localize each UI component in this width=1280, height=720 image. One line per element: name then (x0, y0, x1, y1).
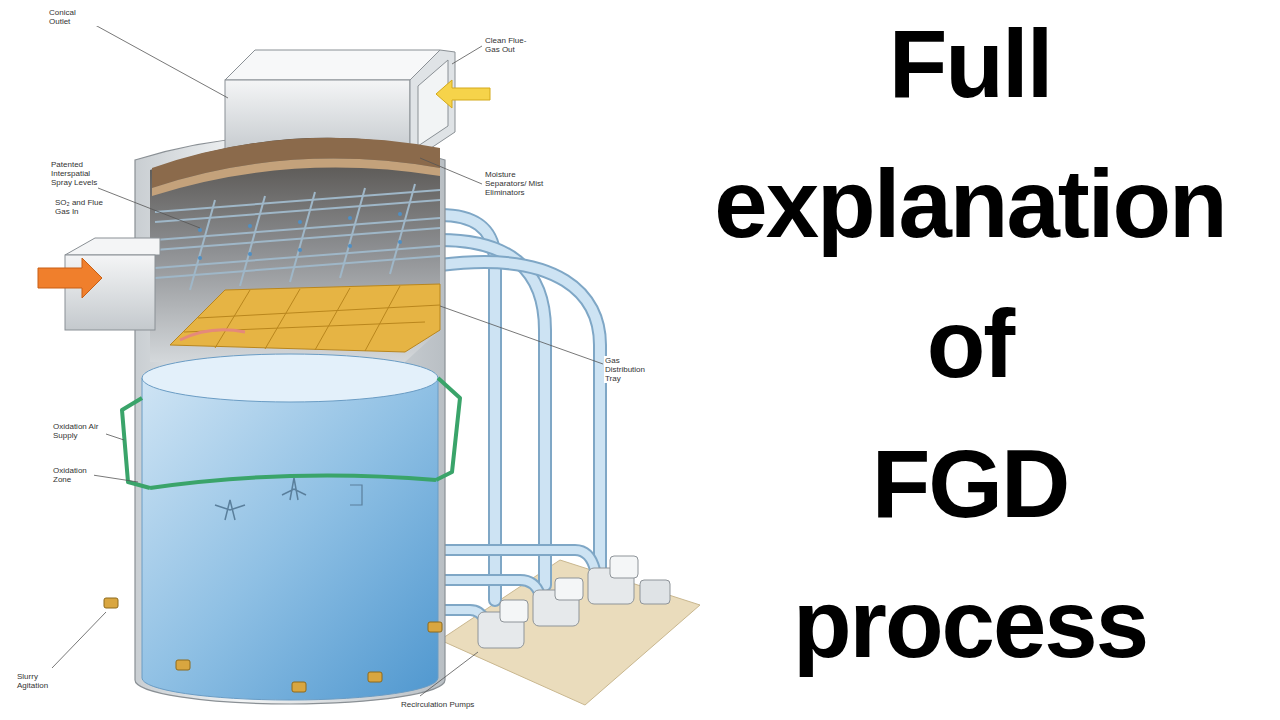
spray-nozzles-part (198, 256, 202, 260)
spray-nozzles-part (348, 216, 352, 220)
callout-label: Slurry Agitation (16, 672, 58, 690)
cutaway-interior-part (150, 138, 440, 362)
recirculation-pipes-part (440, 262, 600, 570)
spray-levels-part (155, 190, 440, 212)
recirculation-pumps-part (610, 556, 638, 578)
slurry-tank-part (142, 354, 438, 402)
spray-levels-part (190, 200, 215, 290)
callout-label: Recirculation Pumps (400, 700, 492, 709)
slurry-tank-part (282, 478, 306, 500)
title: Full explanation of FGD process (690, 0, 1250, 694)
pump-base-part (440, 560, 700, 705)
spray-nozzles-part (298, 248, 302, 252)
recirculation-pipes-part (440, 550, 595, 570)
leader-lines-part (52, 612, 106, 668)
recirculation-pumps-part (500, 600, 528, 622)
flue-gas-in-arrow (38, 258, 102, 298)
leader-lines-part (452, 46, 482, 64)
oxidation-air-ring-part (122, 398, 150, 488)
leader-lines-part (98, 188, 200, 228)
leader-lines-part (440, 306, 603, 364)
slurry-agitators-part (104, 598, 118, 608)
gas-distribution-tray-part (184, 286, 440, 351)
callout-label: Clean Flue-Gas Out (484, 36, 536, 54)
spray-levels-part (155, 218, 440, 240)
spray-levels-part (155, 200, 440, 222)
spray-levels-part (390, 184, 415, 274)
mist-eliminators (152, 138, 440, 196)
gas-distribution-tray-part (180, 330, 245, 340)
slurry-tank-part (142, 378, 438, 700)
outlet-duct-part (418, 60, 448, 146)
spray-levels-part (340, 188, 365, 278)
spray-nozzles-part (248, 252, 252, 256)
oxidation-air-ring (122, 378, 460, 488)
recirculation-pipes-part (440, 262, 600, 570)
gas-distribution-tray-part-part (315, 288, 350, 350)
slurry-agitators-part (292, 682, 306, 692)
spray-nozzles-part (248, 224, 252, 228)
slurry-agitators-part (428, 622, 442, 632)
slurry-agitators-part (368, 672, 382, 682)
recirculation-pumps-part (555, 578, 583, 600)
mist-eliminators-part (152, 159, 440, 196)
leader-lines (52, 20, 603, 696)
absorber-shell (135, 136, 445, 704)
gas-distribution-tray-part-part (365, 286, 400, 351)
recirculation-pipes-part (440, 240, 545, 585)
inlet-duct-part (65, 238, 160, 255)
spray-nozzles-part (398, 240, 402, 244)
flue-gas-out-arrow-part (436, 80, 490, 108)
spray-levels-part (240, 196, 265, 286)
recirculation-pipes-part (440, 550, 595, 570)
flue-gas-out-arrow (436, 80, 490, 108)
absorber-shell-part (135, 136, 445, 704)
slurry-tank-part (350, 485, 362, 505)
callout-label: Patented Interspatial Spray Levels (50, 160, 104, 187)
pump-base (440, 560, 700, 705)
recirculation-pipes (440, 215, 600, 620)
gas-distribution-tray (170, 284, 440, 352)
slurry-tank-part (215, 500, 245, 520)
leader-lines-part (86, 20, 228, 98)
callout-label: Conical Outlet (48, 8, 98, 26)
flue-gas-in-arrow-part (38, 258, 102, 298)
recirculation-pumps (478, 556, 670, 648)
spray-levels (155, 184, 440, 290)
callout-label: SO₂ and Flue Gas In (54, 198, 106, 216)
recirculation-pipes-part (440, 240, 545, 585)
recirculation-pipes-part (440, 215, 495, 600)
callout-label: Gas Distribution Tray (604, 356, 662, 383)
recirculation-pipes-part (440, 215, 495, 600)
gas-distribution-tray-part (170, 284, 440, 352)
callout-label: Oxidation Air Supply (52, 422, 106, 440)
leader-lines-part (420, 158, 482, 184)
recirculation-pumps-part (640, 580, 670, 604)
callout-label: Oxidation Zone (52, 466, 94, 484)
gas-distribution-tray-part-part (215, 290, 250, 348)
oxidation-air-ring-part (436, 378, 460, 480)
inlet-duct-part (65, 255, 155, 330)
slurry-agitators (104, 598, 442, 692)
recirculation-pipes-part (440, 580, 540, 595)
spray-levels-part (290, 192, 315, 282)
spray-nozzles-part (348, 244, 352, 248)
recirculation-pipes-part (440, 580, 540, 595)
oxidation-air-ring-part (150, 476, 436, 489)
spray-nozzles-part (198, 228, 202, 232)
leader-lines-part (420, 652, 478, 696)
spray-nozzles-part (398, 212, 402, 216)
spray-nozzles-part (298, 220, 302, 224)
callout-label: Moisture Separators/ Mist Eliminators (484, 170, 558, 197)
slurry-agitators-part (176, 660, 190, 670)
cutaway-interior (150, 138, 440, 362)
slurry-tank (142, 354, 438, 700)
outlet-duct-part (225, 50, 440, 80)
gas-distribution-tray-part-part (265, 289, 300, 349)
spray-nozzles (198, 212, 402, 260)
